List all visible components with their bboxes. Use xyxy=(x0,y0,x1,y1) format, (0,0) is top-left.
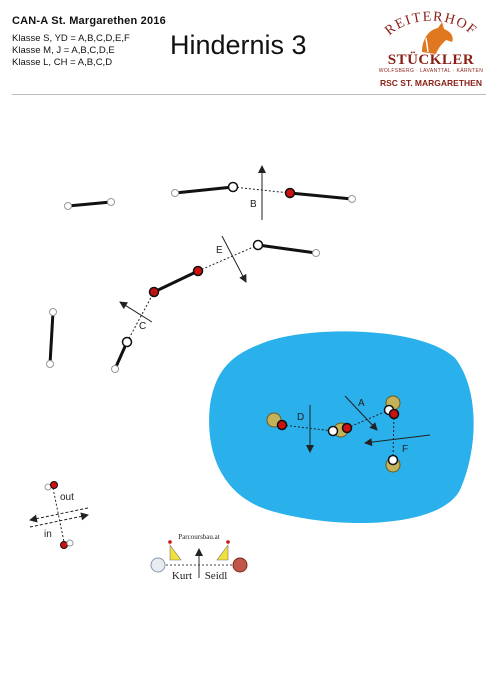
red-flag-e2 xyxy=(192,265,204,277)
element-e-left xyxy=(153,269,199,294)
legend-post-bottom xyxy=(66,539,74,547)
obstacle-c: C xyxy=(111,291,155,373)
white-flag-c xyxy=(121,336,133,348)
legend-in: in xyxy=(44,529,52,540)
label-d: D xyxy=(297,412,304,423)
water-obstacles: D A F xyxy=(266,395,431,473)
element-b-right xyxy=(289,191,353,201)
post-c xyxy=(111,365,119,373)
red-flag-b xyxy=(284,187,296,199)
rail-top-left xyxy=(67,200,112,208)
logo-club: RSC ST. MARGARETHEN xyxy=(379,78,482,88)
credit-dot-left xyxy=(168,540,172,544)
obstacle-e: E xyxy=(148,235,320,298)
element-e-right xyxy=(257,243,317,255)
legend-arrow-out xyxy=(29,507,89,523)
red-flag-a xyxy=(341,422,353,434)
post-rail-left-2 xyxy=(46,360,54,368)
horse-head-icon xyxy=(422,22,453,54)
line-d-dashed xyxy=(281,424,334,432)
red-flag-d xyxy=(276,419,288,431)
legend-dashed xyxy=(52,487,65,543)
label-e: E xyxy=(216,245,223,256)
page-title: Hindernis 3 xyxy=(170,30,307,60)
white-flag-e xyxy=(252,239,264,251)
logo-graphic: REITERHOF STÜCKLER xyxy=(382,10,478,68)
legend-red-bottom xyxy=(60,541,68,549)
credit-post-left xyxy=(150,557,166,573)
header-divider xyxy=(12,94,486,95)
credit-dot-right xyxy=(226,540,230,544)
post-e xyxy=(312,249,320,257)
credit-last-name: Seidl xyxy=(205,570,228,582)
parcoursbau-credit: Parcoursbau.at Kurt Seidl xyxy=(150,533,248,582)
post-b2 xyxy=(348,195,356,203)
white-flag-f xyxy=(387,454,399,466)
label-c: C xyxy=(139,321,146,332)
credit-flag-left xyxy=(169,544,182,561)
label-a: A xyxy=(358,398,365,409)
post-rail-top-1 xyxy=(64,202,72,210)
legend-out: out xyxy=(60,492,74,503)
legend-red-top xyxy=(50,481,58,489)
line-c-dashed xyxy=(126,291,155,343)
post-rail-top-2 xyxy=(107,198,115,206)
line-e-dashed xyxy=(197,244,259,272)
arrow-a xyxy=(344,395,378,431)
credit-post-right xyxy=(232,557,248,573)
class-l-line: Klasse L, CH = A,B,C,D xyxy=(12,57,113,68)
class-s-line: Klasse S, YD = A,B,C,D,E,F xyxy=(12,33,130,44)
post-b1 xyxy=(171,189,179,197)
logo-towns: WOLFSBERG · LAVANTTAL · KÄRNTEN xyxy=(378,68,484,74)
event-title: CAN-A St. Margarethen 2016 xyxy=(12,15,166,27)
red-flag-f xyxy=(388,408,400,420)
arrow-c xyxy=(119,301,153,323)
label-f: F xyxy=(402,444,408,455)
class-m-line: Klasse M, J = A,B,C,D,E xyxy=(12,45,115,56)
arrow-f xyxy=(364,434,431,447)
label-b: B xyxy=(250,199,257,210)
credit-flag-right xyxy=(216,544,229,561)
credit-site: Parcoursbau.at xyxy=(178,533,219,541)
in-out-legend: out in xyxy=(29,481,89,549)
white-flag-b xyxy=(227,181,239,193)
logo-name: STÜCKLER xyxy=(388,51,475,68)
obstacle-b: B xyxy=(171,165,356,220)
element-b-left xyxy=(174,185,234,195)
credit-first-name: Kurt xyxy=(172,570,192,582)
arrow-e xyxy=(221,235,247,283)
rail-left xyxy=(48,311,55,365)
post-rail-left-1 xyxy=(49,308,57,316)
reiterhof-logo: REITERHOF STÜCKLER WOLFSBERG · LAVANTTAL… xyxy=(372,8,490,92)
white-flag-d xyxy=(327,425,339,437)
